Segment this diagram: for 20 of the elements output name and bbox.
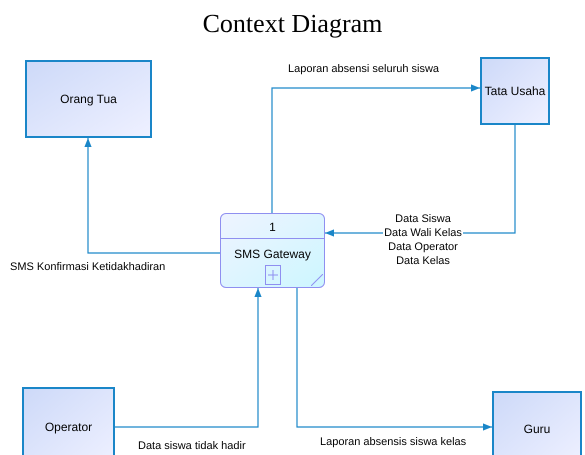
process-name: SMS Gateway xyxy=(233,246,312,263)
entity-box xyxy=(22,387,115,455)
process-number: 1 xyxy=(268,219,277,236)
entity-name: Guru xyxy=(524,421,550,438)
entity-box xyxy=(480,57,550,125)
edge-label: Laporan absensis siswa kelas xyxy=(320,435,466,450)
entity-name: Operator xyxy=(44,419,92,436)
entity-box xyxy=(25,60,152,138)
arrow xyxy=(84,138,220,254)
entity-name: Tata Usaha xyxy=(484,83,546,100)
edge-label: Data siswa tidak hadir xyxy=(138,439,246,454)
entity-box xyxy=(492,391,582,455)
edge-label: Laporan absensi seluruh siswa xyxy=(288,62,440,77)
entity-name: Orang Tua xyxy=(60,91,117,108)
arrow xyxy=(296,288,492,431)
arrow xyxy=(115,288,262,428)
edge-label: SMS Konfirmasi Ketidakhadiran xyxy=(10,260,166,275)
arrow xyxy=(271,84,480,213)
diagram-title: Context Diagram xyxy=(202,8,384,40)
process-box xyxy=(220,213,325,288)
